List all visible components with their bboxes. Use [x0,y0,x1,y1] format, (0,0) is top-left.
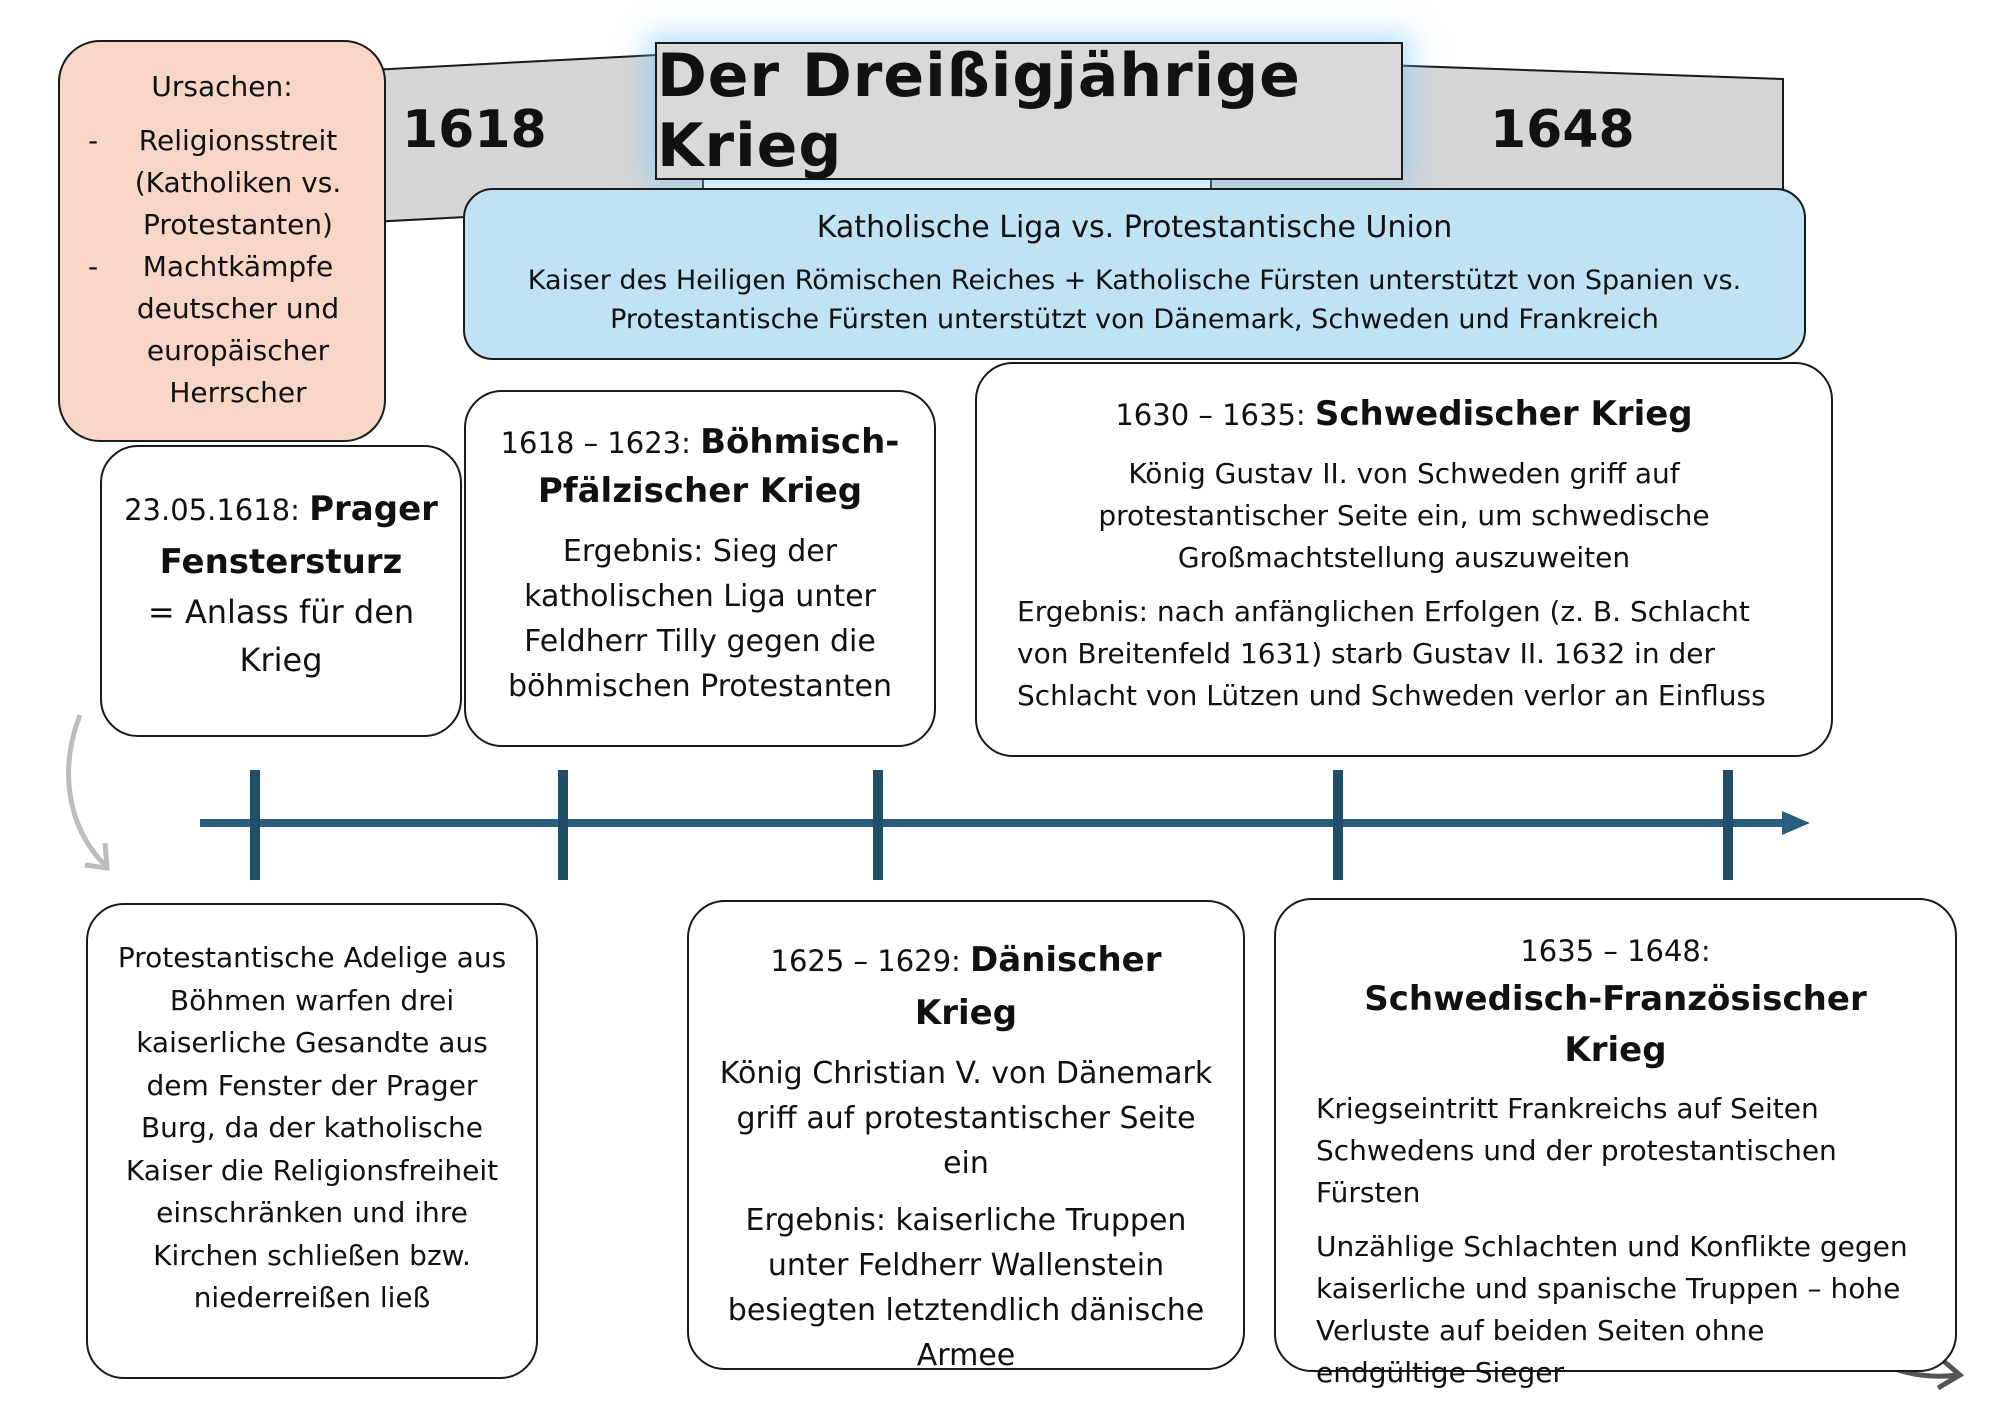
event-schwedisch-card: 1630 – 1635: Schwedischer Krieg König Gu… [975,362,1833,757]
causes-title: Ursachen: [151,70,293,103]
event-franzoesisch-heading: 1635 – 1648: Schwedisch-Französischer Kr… [1316,930,1915,1076]
event-schwedisch-date: 1630 – 1635: [1115,398,1306,432]
event-prager-card: 23.05.1618: Prager Fenstersturz = Anlass… [100,445,462,737]
event-boehmisch-card: 1618 – 1623: Böhmisch-Pfälzischer Krieg … [464,390,936,747]
event-daenisch-text: König Christian V. von Dänemark griff au… [719,1056,1213,1182]
event-franzoesisch-date: 1635 – 1648: [1520,934,1711,968]
event-franzoesisch-name: Schwedisch-Französischer Krieg [1364,978,1867,1070]
event-prager-date: 23.05.1618: [124,493,300,527]
alliance-box: Katholische Liga vs. Protestantische Uni… [463,188,1806,360]
event-franzoesisch-text: Kriegseintritt Frankreichs auf Seiten Sc… [1316,1091,1837,1209]
timeline-tick-1630 [1333,770,1343,880]
year-start: 1618 [402,100,547,160]
event-daenisch-date: 1625 – 1629: [770,944,961,978]
year-end: 1648 [1490,100,1635,160]
event-prager-heading: 23.05.1618: Prager Fenstersturz [120,483,442,588]
timeline-tick-1618-1623 [558,770,568,880]
event-prager-note: = Anlass für den Krieg [147,593,415,680]
cause-item: Religionsstreit (Katholiken vs. Protesta… [80,120,364,246]
page-title: Der Dreißigjährige Krieg [655,41,1403,181]
alliance-title: Katholische Liga vs. Protestantische Uni… [816,210,1453,245]
event-schwedisch-name: Schwedischer Krieg [1314,394,1693,434]
timeline-axis [200,819,1800,827]
event-boehmisch-result: Ergebnis: Sieg der katholischen Liga unt… [508,533,892,704]
event-daenisch-heading: 1625 – 1629: Dänischer Krieg [717,934,1215,1039]
event-boehmisch-name: Böhmisch-Pfälzischer Krieg [537,422,900,512]
event-daenisch-result: Ergebnis: kaiserliche Truppen unter Feld… [727,1203,1205,1374]
event-prager-name: Prager Fenstersturz [159,489,438,582]
causes-box: Ursachen: Religionsstreit (Katholiken vs… [58,40,386,442]
event-schwedisch-heading: 1630 – 1635: Schwedischer Krieg [1017,388,1791,441]
cause-item: Machtkämpfe deutscher und europäischer H… [80,246,364,414]
timeline-arrow-icon [1782,811,1810,835]
event-schwedisch-result: Ergebnis: nach anfänglichen Erfolgen (z.… [1017,594,1766,712]
event-prager-detail: Protestantische Adelige aus Böhmen warfe… [117,941,507,1315]
timeline-tick-1618 [250,770,260,880]
curved-arrow-left-icon [66,714,110,871]
event-boehmisch-date: 1618 – 1623: [500,426,691,460]
event-boehmisch-heading: 1618 – 1623: Böhmisch-Pfälzischer Krieg [486,418,914,517]
timeline-tick-1625 [873,770,883,880]
causes-list: Religionsstreit (Katholiken vs. Protesta… [80,120,364,414]
timeline-tick-1635 [1723,770,1733,880]
alliance-text: Kaiser des Heiligen Römischen Reiches + … [527,265,1742,336]
event-daenisch-card: 1625 – 1629: Dänischer Krieg König Chris… [687,900,1245,1373]
event-daenisch-name: Dänischer Krieg [914,940,1162,1033]
event-franzoesisch-card: 1635 – 1648: Schwedisch-Französischer Kr… [1274,898,1957,1389]
event-prager-detail-card: Protestantische Adelige aus Böhmen warfe… [86,903,538,1379]
event-franzoesisch-result: Unzählige Schlachten und Konflikte gegen… [1316,1229,1908,1389]
event-schwedisch-text: König Gustav II. von Schweden griff auf … [1098,456,1710,574]
